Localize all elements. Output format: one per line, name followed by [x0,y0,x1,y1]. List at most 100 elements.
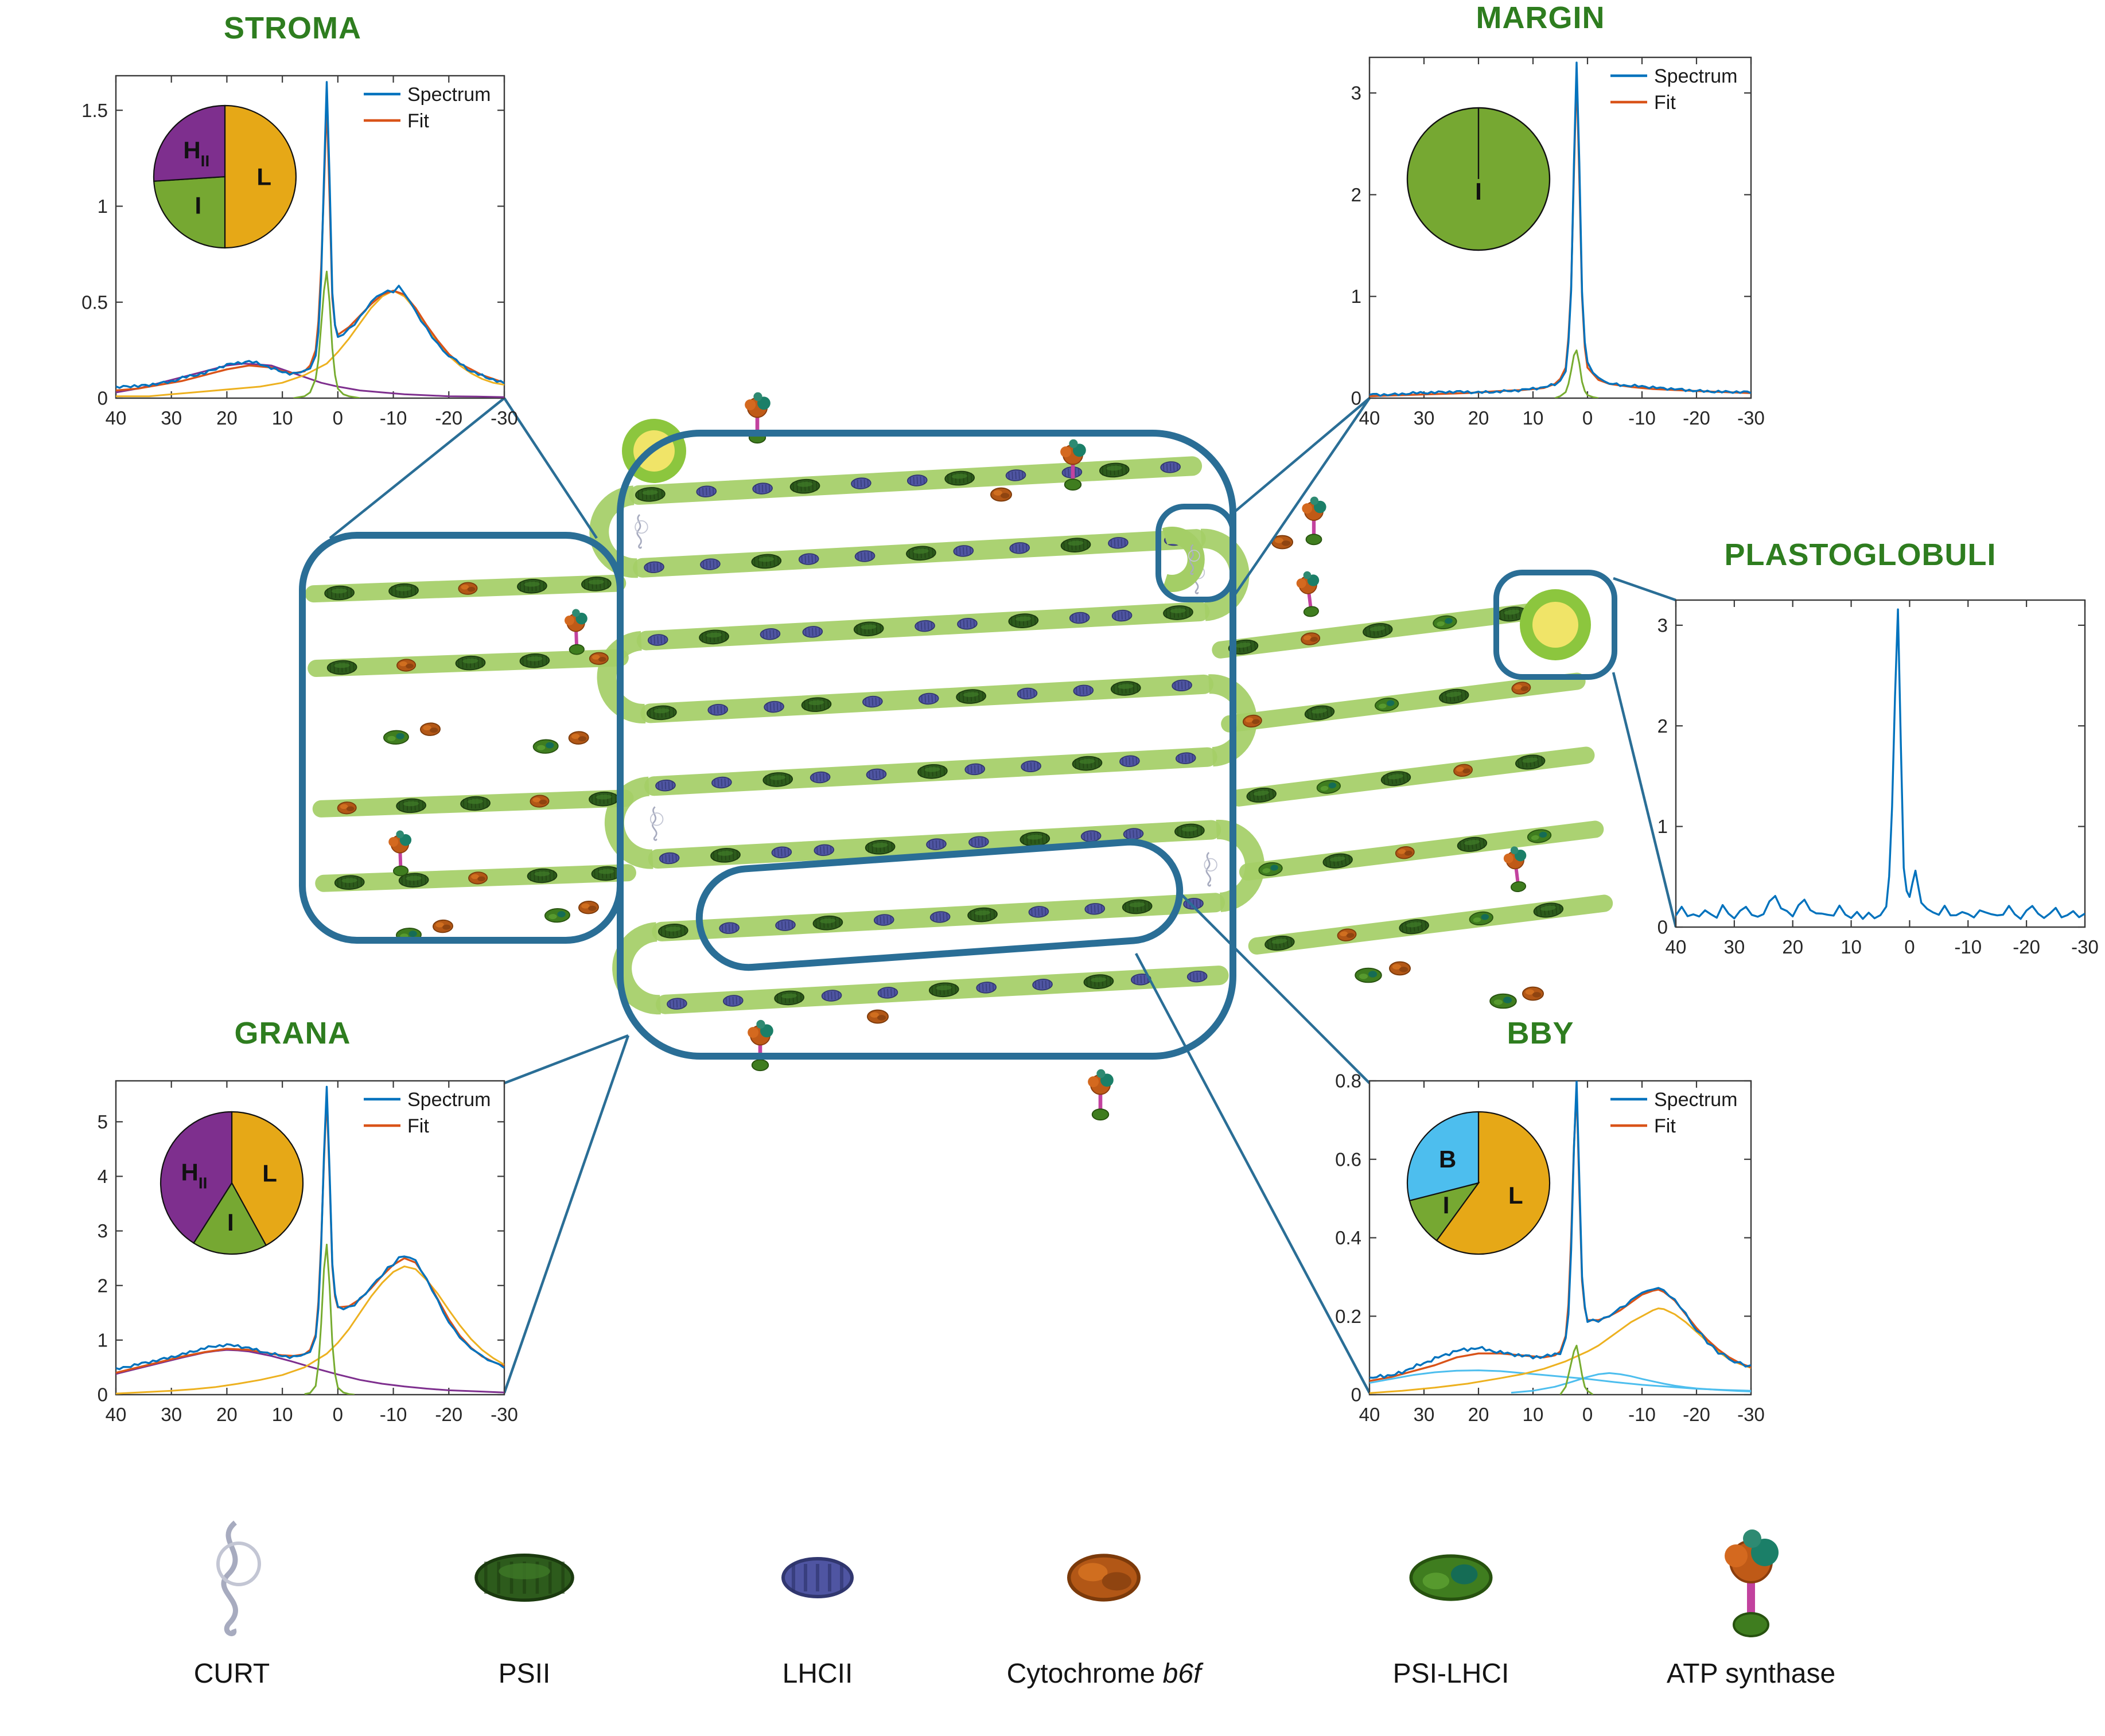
cytb6f-label: Cytochrome b6f [1006,1659,1201,1689]
stroma-lamellae-right [1212,569,1613,955]
svg-text:-30: -30 [1737,1404,1765,1425]
svg-text:-20: -20 [1683,407,1710,429]
psii-icon [444,1503,605,1652]
connector-line [329,397,505,539]
legend-item-cytb6f: Cytochrome b6f [983,1503,1224,1690]
grana-region-outline [617,430,1236,1060]
svg-text:0: 0 [1582,1404,1593,1425]
svg-text:-10: -10 [380,407,407,429]
svg-text:1: 1 [98,196,108,217]
stroma-series-l-component [116,290,504,398]
svg-text:Fit: Fit [407,1115,429,1137]
svg-text:I: I [1475,178,1482,205]
svg-text:0.2: 0.2 [1335,1306,1361,1327]
connector-line [1612,672,1678,928]
lhcii-icon [737,1503,898,1652]
connector-line [1234,397,1371,513]
svg-text:3: 3 [1351,83,1361,104]
svg-text:-20: -20 [435,1404,462,1425]
legend-item-psi-lhci: PSI-LHCI [1330,1503,1571,1690]
svg-text:10: 10 [1841,936,1862,957]
svg-text:30: 30 [1414,1404,1435,1425]
svg-text:B: B [1439,1146,1456,1173]
legend-item-psii: PSII [404,1503,645,1690]
svg-text:-10: -10 [1628,407,1656,429]
svg-text:1: 1 [1657,816,1668,837]
svg-text:10: 10 [272,407,293,429]
bby-series-b-component-b [1511,1372,1751,1394]
svg-text:Fit: Fit [1654,1115,1676,1137]
bby-panel-title: BBY [1507,1016,1574,1050]
plastoglobuli-region-outline [1493,570,1617,680]
margin-series-i-component [1554,349,1599,398]
curt-icon [151,1503,312,1652]
svg-text:40: 40 [1359,1404,1380,1425]
svg-text:-30: -30 [491,407,518,429]
svg-text:-10: -10 [1954,936,1982,957]
svg-text:40: 40 [1359,407,1380,429]
svg-text:Spectrum: Spectrum [1654,65,1738,87]
connector-line [503,397,598,539]
psi-lhci-label: PSI-LHCI [1392,1659,1509,1689]
lhcii-label: LHCII [782,1659,853,1689]
svg-text:2: 2 [98,1275,108,1296]
svg-text:20: 20 [1468,407,1489,429]
psii-label: PSII [498,1659,551,1689]
svg-text:10: 10 [1523,1404,1544,1425]
stroma-series-h_ii-component [116,363,504,398]
svg-text:20: 20 [1782,936,1803,957]
stroma-panel-title: STROMA [224,11,361,45]
svg-text:0: 0 [1657,917,1668,938]
grana-series-spectrum [116,1085,504,1371]
svg-text:1.5: 1.5 [81,100,108,121]
svg-text:2: 2 [1351,184,1361,205]
svg-text:30: 30 [1414,407,1435,429]
svg-text:0: 0 [1351,1384,1361,1406]
curt-label: CURT [193,1659,270,1689]
connector-line [504,1034,629,1085]
svg-text:40: 40 [106,1404,127,1425]
svg-text:2: 2 [1657,715,1668,737]
svg-text:-20: -20 [435,407,462,429]
svg-text:0: 0 [333,1404,343,1425]
plastoglobuli-panel-title: PLASTOGLOBULI [1724,538,1997,572]
svg-text:1: 1 [98,1329,108,1350]
svg-text:0: 0 [333,407,343,429]
svg-text:0.8: 0.8 [1335,1071,1361,1092]
connector-line [503,1035,630,1394]
grana-panel-title: GRANA [234,1016,351,1050]
svg-text:Spectrum: Spectrum [1654,1089,1738,1111]
svg-text:20: 20 [216,1404,238,1425]
svg-text:30: 30 [1723,936,1745,957]
svg-text:0: 0 [1582,407,1593,429]
margin-series-spectrum [1369,61,1751,397]
stroma-series-i-component [293,270,360,398]
svg-text:-30: -30 [1737,407,1765,429]
stroma-series-spectrum [116,81,504,389]
svg-text:Fit: Fit [1654,92,1676,114]
bby-series-i-component [1559,1345,1594,1395]
svg-text:5: 5 [98,1111,108,1132]
connector-line [1181,894,1371,1084]
svg-text:0.5: 0.5 [81,291,108,313]
svg-text:-30: -30 [2071,936,2099,957]
svg-text:0: 0 [1351,388,1361,409]
svg-text:I: I [194,192,201,219]
svg-text:L: L [1508,1182,1523,1209]
cytochrome-b6f-icon [1024,1503,1184,1652]
grana-series-h_ii-component [116,1349,504,1394]
svg-text:Fit: Fit [407,110,429,132]
legend-item-lhcii: LHCII [697,1503,938,1690]
connector-line [1135,952,1371,1394]
svg-text:0: 0 [98,1384,108,1406]
legend-item-curt: CURT [111,1503,352,1690]
connector-line [1232,397,1371,598]
legend-item-atp-synthase: ATP synthase [1631,1503,1871,1690]
svg-text:30: 30 [161,407,182,429]
atp-synthase-icon [1723,1528,1780,1637]
